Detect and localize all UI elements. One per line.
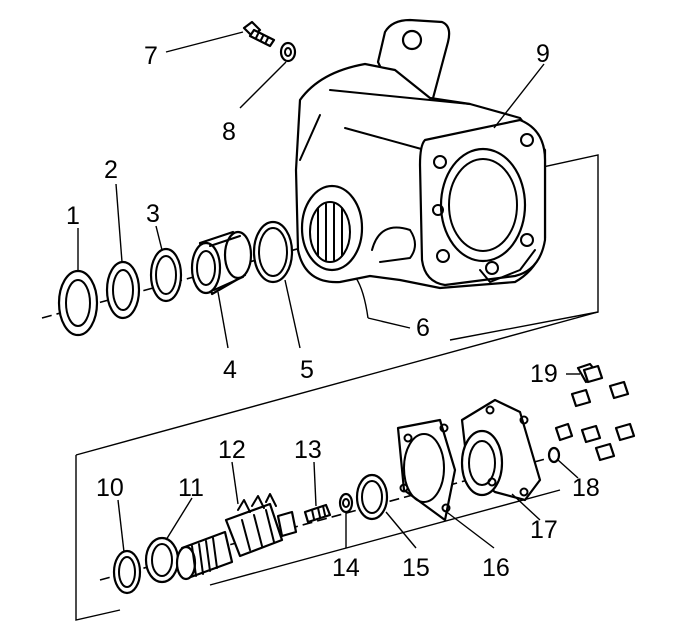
- seal-15: [355, 473, 389, 521]
- callout-17: 17: [530, 516, 558, 544]
- callout-15: 15: [402, 554, 430, 582]
- ring-2: [105, 260, 141, 320]
- bolt-19-set: [554, 362, 636, 462]
- callout-11: 11: [178, 474, 204, 502]
- callout-7: 7: [144, 42, 158, 70]
- lower-panel-frame: [75, 455, 561, 621]
- bearing-4: [190, 230, 253, 296]
- washer-8: [279, 41, 297, 63]
- ring-5: [252, 220, 294, 284]
- plug-18: [547, 446, 561, 464]
- callout-4: 4: [223, 356, 237, 384]
- callout-13: 13: [294, 436, 322, 464]
- callout-2: 2: [104, 156, 118, 184]
- callout-8: 8: [222, 118, 236, 146]
- ring-10: [112, 549, 142, 595]
- ring-3: [149, 247, 183, 303]
- cover-17: [460, 398, 542, 502]
- gasket-16: [396, 418, 457, 522]
- callout-10: 10: [96, 474, 124, 502]
- pinion-gear-12: [175, 493, 298, 581]
- callout-9: 9: [536, 40, 550, 68]
- bolt-7: [242, 20, 276, 48]
- callout-16: 16: [482, 554, 510, 582]
- callout-6: 6: [416, 314, 430, 342]
- stud-13: [303, 503, 332, 524]
- callout-14: 14: [332, 554, 360, 582]
- leader-lines: [77, 31, 580, 553]
- callout-18: 18: [572, 474, 600, 502]
- callout-19: 19: [530, 360, 558, 388]
- housing: [294, 18, 547, 290]
- callout-3: 3: [146, 200, 160, 228]
- callout-12: 12: [218, 436, 246, 464]
- ring-1: [57, 269, 99, 337]
- washer-14: [338, 492, 354, 514]
- callout-1: 1: [66, 202, 80, 230]
- callout-5: 5: [300, 356, 314, 384]
- ring-11: [144, 536, 180, 584]
